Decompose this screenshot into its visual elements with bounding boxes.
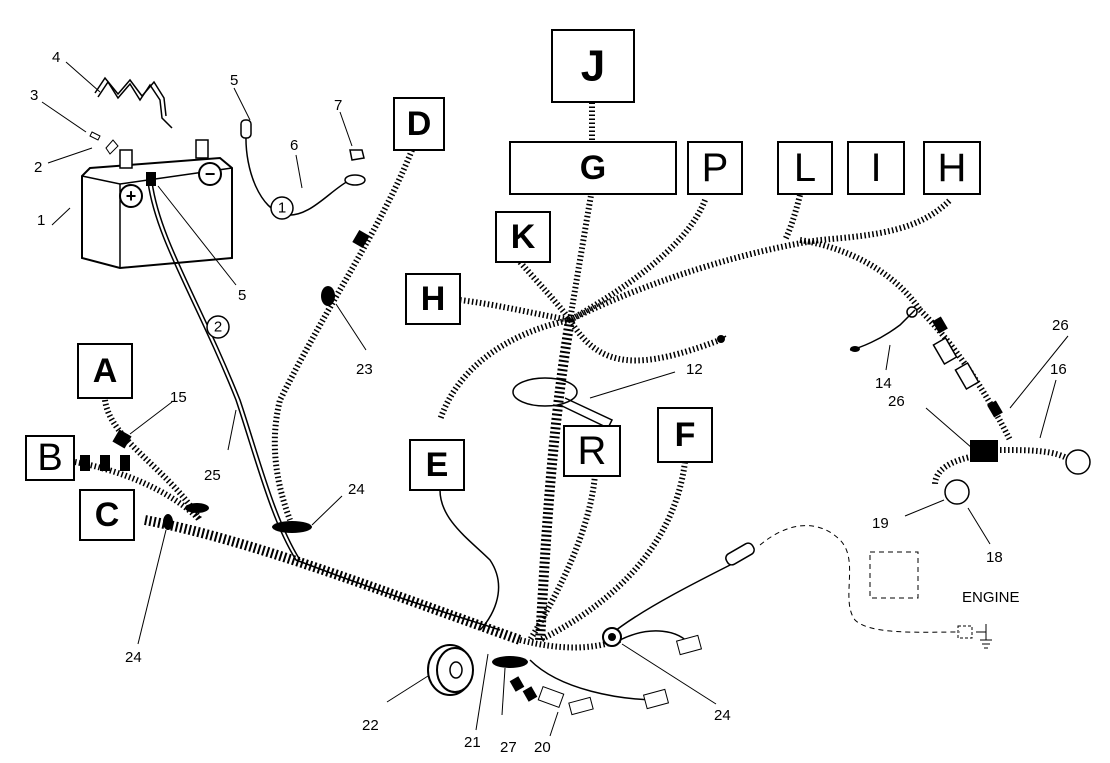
callout-23: 23: [356, 361, 373, 378]
box-P: P: [687, 141, 743, 195]
box-L: L: [777, 141, 833, 195]
box-label-P: P: [702, 146, 729, 190]
callout-27: 27: [500, 739, 517, 756]
tie-strap: [512, 306, 918, 429]
callout-15: 15: [170, 389, 187, 406]
box-label-J: J: [581, 42, 605, 91]
callout-24-top: 24: [348, 481, 365, 498]
box-H-left: H: [405, 273, 461, 325]
battery-plus: +: [126, 186, 137, 206]
box-R: R: [563, 425, 621, 477]
box-label-E: E: [426, 446, 449, 484]
cable-mark-1: 1: [278, 200, 286, 217]
cable-mark-2: 2: [214, 319, 222, 336]
callout-3: 3: [30, 87, 38, 104]
box-A: A: [77, 343, 133, 399]
box-G: G: [509, 141, 677, 195]
callout-25: 25: [204, 467, 221, 484]
box-C: C: [79, 489, 135, 541]
callout-20: 20: [534, 739, 551, 756]
callout-1: 1: [37, 212, 45, 229]
box-label-H-left: H: [421, 280, 446, 318]
box-I: I: [847, 141, 905, 195]
lamps: [944, 449, 1091, 505]
bushing: [427, 644, 474, 696]
callout-2: 2: [34, 159, 42, 176]
callout-21: 21: [464, 734, 481, 751]
box-label-C: C: [95, 496, 120, 534]
box-B: B: [25, 435, 75, 481]
box-J: J: [551, 29, 635, 103]
engine-region: ENGINE: [759, 525, 1020, 649]
callout-18: 18: [986, 549, 1003, 566]
callout-14: 14: [875, 375, 892, 392]
callout-7: 7: [334, 97, 342, 114]
callout-26-left: 26: [888, 393, 905, 410]
callout-6: 6: [290, 137, 298, 154]
callout-24-right: 24: [714, 707, 731, 724]
callout-24-left: 24: [125, 649, 142, 666]
callout-5-top: 5: [230, 72, 238, 89]
box-F: F: [657, 407, 713, 463]
cable-marks: 1 2: [206, 196, 294, 339]
callout-26-top: 26: [1052, 317, 1069, 334]
box-D: D: [393, 97, 445, 151]
callout-22: 22: [362, 717, 379, 734]
box-label-I: I: [870, 146, 881, 190]
engine-label: ENGINE: [962, 589, 1020, 606]
box-label-H-top: H: [938, 146, 967, 190]
battery-cables: [89, 76, 501, 631]
battery-minus: −: [205, 164, 216, 184]
box-label-A: A: [93, 352, 118, 390]
callout-16: 16: [1050, 361, 1067, 378]
callout-numbers: 1 2 3 4 5 5 6 7 12 14 15 16 18 19 20 21 …: [30, 49, 1069, 756]
callout-4: 4: [52, 49, 60, 66]
box-E: E: [409, 439, 465, 491]
leader-lines: [41, 61, 1069, 737]
box-label-D: D: [407, 105, 432, 143]
box-label-F: F: [675, 416, 696, 454]
callout-19: 19: [872, 515, 889, 532]
battery: + −: [81, 139, 233, 270]
box-label-R: R: [578, 429, 607, 473]
callout-5-bottom: 5: [238, 287, 246, 304]
box-label-B: B: [37, 437, 62, 479]
box-label-L: L: [794, 146, 816, 190]
callout-12: 12: [686, 361, 703, 378]
box-H-top: H: [923, 141, 981, 195]
box-label-G: G: [580, 149, 606, 187]
box-K: K: [495, 211, 551, 263]
box-label-K: K: [511, 218, 536, 256]
